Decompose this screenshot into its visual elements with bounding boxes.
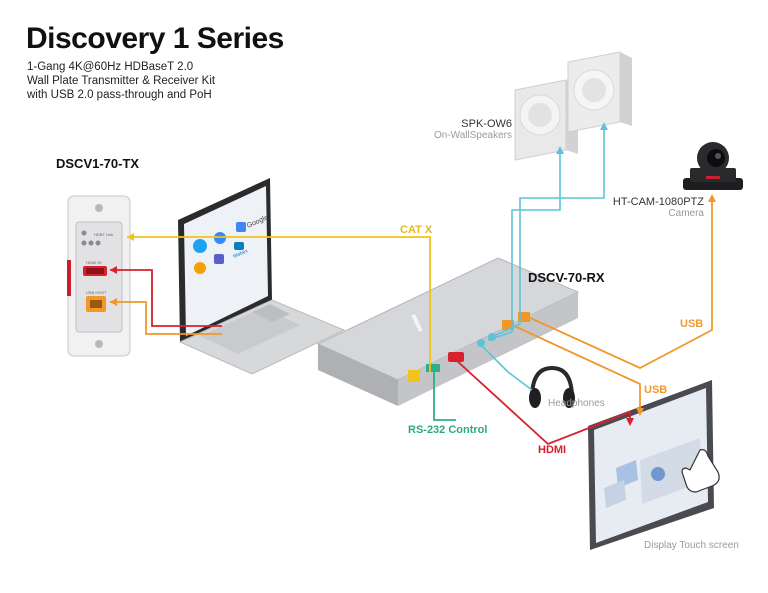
tx-wall-plate: [67, 195, 131, 357]
tx-usb-cable: [110, 301, 222, 335]
subtitle-line-2: Wall Plate Transmitter & Receiver Kit: [27, 75, 216, 87]
rx-usb-display-cable: [509, 323, 641, 414]
headphones-illustration: [529, 365, 575, 408]
speakers-sublabel: On-WallSpeakers: [434, 130, 512, 141]
speaker-left-cable: [487, 150, 561, 341]
subtitle-line-1: 1-Gang 4K@60Hz HDBaseT 2.0: [27, 61, 194, 73]
tx-usb-port-label: USB HOST: [86, 290, 107, 295]
rx-usb-camera-cable: [525, 198, 713, 370]
usb-display-cable-label: USB: [644, 384, 668, 396]
tx-label: DSCV1-70-TX: [56, 156, 140, 171]
display-illustration: [588, 380, 720, 550]
laptop-app-webex: Webex: [232, 248, 249, 260]
laptop-illustration: [178, 178, 346, 375]
tx-hdmi-cable: [110, 269, 222, 327]
tx-led-label: HDBT Link: [94, 232, 113, 237]
speakers-label: SPK-OW6: [461, 118, 512, 130]
rs232-cable: [433, 368, 456, 421]
speakers-illustration: [514, 51, 632, 161]
headphones-sublabel: Headphones: [548, 398, 605, 409]
catx-cable: [127, 236, 431, 372]
page-title: Discovery 1 Series: [26, 22, 284, 55]
camera-sublabel: Camera: [668, 208, 704, 219]
speaker-right-cable: [493, 126, 605, 337]
rs232-cable-label: RS-232 Control: [408, 424, 488, 436]
rx-box: [316, 257, 580, 406]
hdmi-cable-label: HDMI: [538, 444, 567, 456]
display-sublabel: Display Touch screen: [644, 540, 739, 551]
rx-label: DSCV-70-RX: [528, 270, 605, 285]
tx-hdmi-port-label: HDMI IN: [86, 260, 101, 265]
usb-camera-cable-label: USB: [680, 318, 704, 330]
camera-label: HT-CAM-1080PTZ: [612, 196, 704, 208]
subtitle-line-3: with USB 2.0 pass-through and PoH: [27, 89, 212, 101]
catx-cable-label: CAT X: [400, 224, 433, 236]
headphones-cable: [481, 345, 533, 391]
camera-illustration: [683, 142, 743, 190]
